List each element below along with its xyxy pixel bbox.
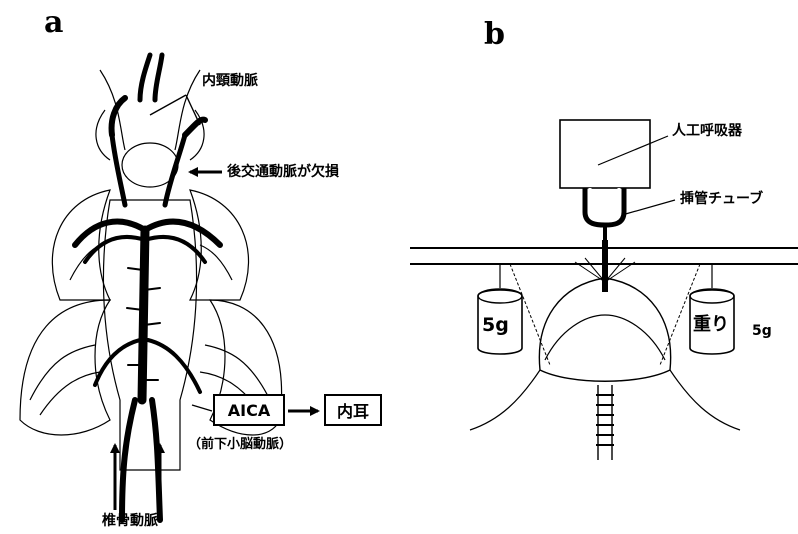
label-posterior-communicating: 後交通動脈が欠損 [227, 165, 339, 179]
label-vertebral: 椎骨動脈 [102, 514, 158, 528]
label-weight-value: 5g [752, 324, 772, 338]
aica-box-label: AICA [228, 401, 270, 420]
label-weight-left: 5g [482, 316, 509, 335]
aica-box: AICA [213, 394, 285, 426]
label-weight-right: 重り [693, 316, 729, 334]
ventilator-setup [410, 120, 798, 460]
label-intubation-tube: 挿管チューブ [680, 192, 763, 206]
label-internal-carotid: 内頸動脈 [202, 74, 258, 88]
inner-ear-box-label: 内耳 [337, 398, 369, 422]
label-aica-full: （前下小脳動脈） [188, 438, 292, 451]
label-ventilator: 人工呼吸器 [672, 124, 742, 138]
inner-ear-box: 内耳 [324, 394, 382, 426]
